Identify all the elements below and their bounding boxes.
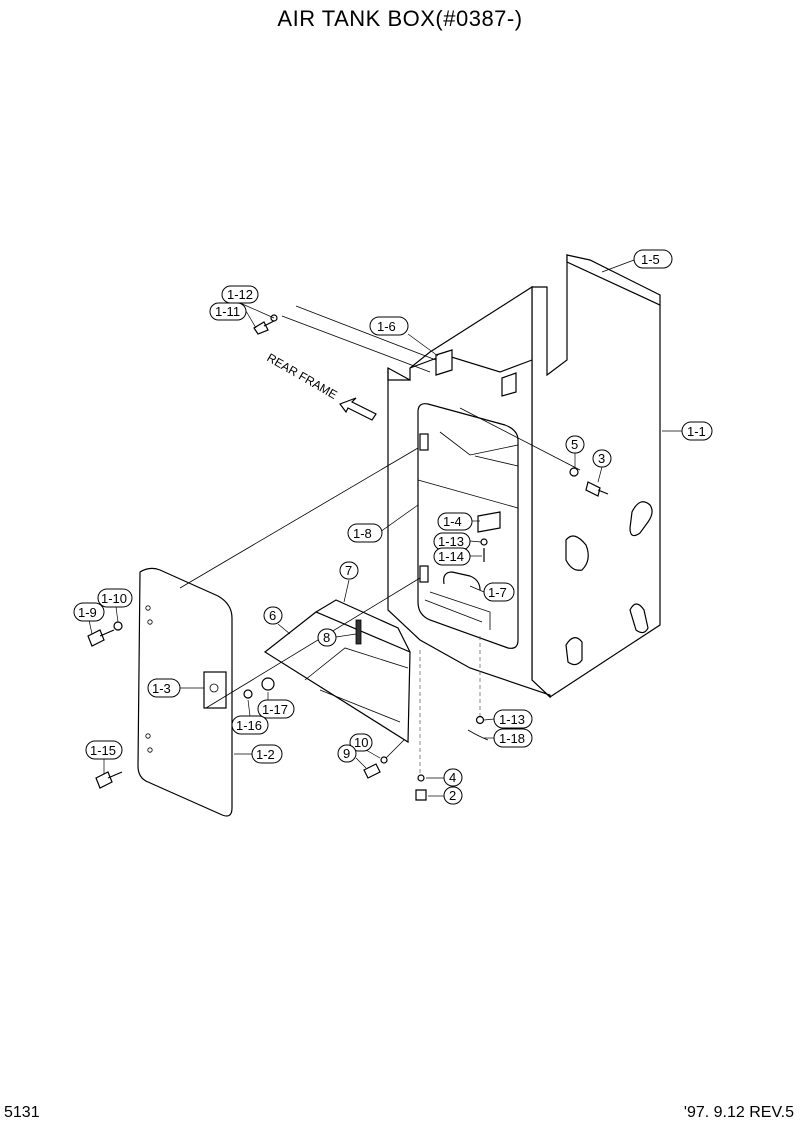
callout-1-3: 1-3	[152, 681, 171, 696]
callout-7: 7	[345, 563, 352, 578]
callout-1-18: 1-18	[499, 731, 525, 746]
callout-1-11: 1-11	[215, 304, 240, 319]
callout-1-13-lower: 1-13	[499, 712, 525, 727]
callout-1-16: 1-16	[236, 718, 262, 733]
assembly-lines	[179, 305, 581, 776]
page-number: 5131	[4, 1104, 40, 1121]
callout-6: 6	[269, 608, 276, 623]
callout-1-8: 1-8	[353, 526, 372, 541]
callout-9: 9	[343, 746, 350, 761]
callout-5: 5	[571, 437, 578, 452]
rear-frame-indicator: REAR FRAME	[265, 350, 377, 421]
bracket-1-4	[477, 511, 501, 533]
callout-1-4: 1-4	[443, 514, 462, 529]
top-tab-1-5	[566, 254, 661, 306]
callouts: 1-5 1-12 1-11 1-6 1-1 5 3 1-8 1-4	[73, 249, 713, 805]
air-tank-box-body	[387, 253, 661, 699]
callout-3: 3	[598, 451, 605, 466]
rear-frame-label: REAR FRAME	[265, 350, 340, 401]
door-panel-1-2	[137, 567, 233, 817]
callout-1-7: 1-7	[488, 585, 507, 600]
callout-1-10: 1-10	[101, 591, 127, 606]
callout-1-5: 1-5	[641, 252, 660, 267]
callout-1-14: 1-14	[438, 549, 464, 564]
top-bracket-right	[501, 372, 517, 397]
callout-1-12: 1-12	[227, 287, 253, 302]
callout-1-15: 1-15	[90, 743, 116, 758]
callout-1-6: 1-6	[377, 319, 396, 334]
callout-1-13-upper: 1-13	[438, 534, 464, 549]
revision-date: '97. 9.12 REV.5	[683, 1104, 794, 1121]
callout-1-2: 1-2	[256, 747, 275, 762]
rear-frame-arrow	[339, 397, 377, 421]
callout-1-1: 1-1	[687, 424, 706, 439]
hardware	[87, 314, 609, 801]
callout-4: 4	[449, 770, 456, 785]
callout-10: 10	[354, 735, 368, 750]
callout-8: 8	[323, 630, 330, 645]
top-bracket-left	[435, 349, 453, 376]
callout-2: 2	[449, 788, 456, 803]
spring-8	[355, 619, 362, 645]
handle-1-7	[443, 571, 481, 591]
callout-1-9: 1-9	[78, 605, 97, 620]
tray-6	[263, 599, 411, 744]
diagram-title: AIR TANK BOX(#0387-)	[277, 6, 523, 31]
callout-1-17: 1-17	[262, 702, 288, 717]
